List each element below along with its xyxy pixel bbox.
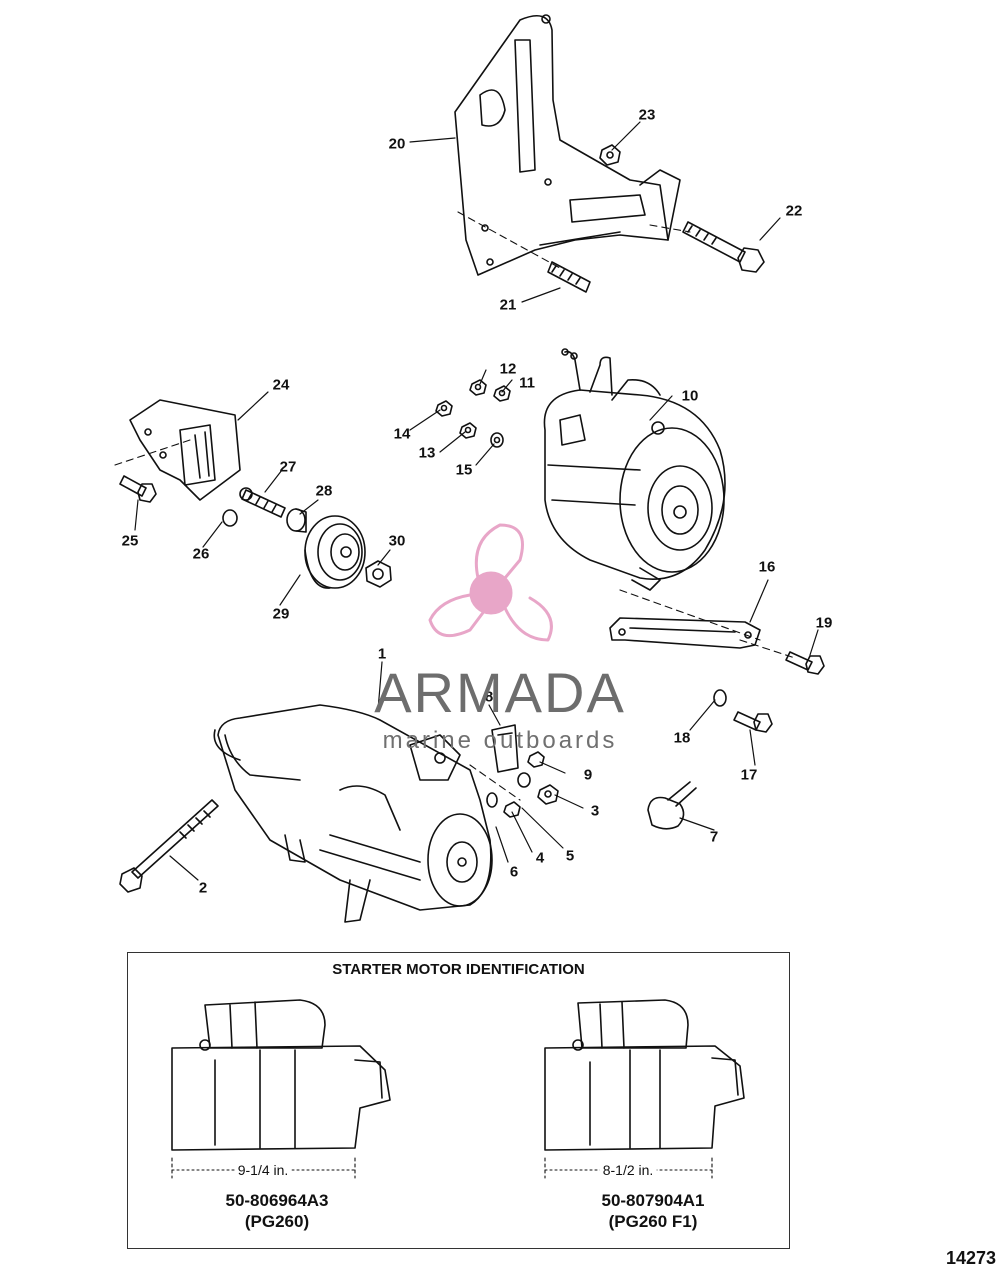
bolt-17 xyxy=(733,711,773,733)
part-number-left-code: 50-806964A3 xyxy=(225,1191,329,1210)
terminal-boot-7 xyxy=(647,781,697,830)
callout-10: 10 xyxy=(681,387,699,405)
stud-27 xyxy=(239,487,286,518)
callout-8: 8 xyxy=(484,688,494,706)
bolt-19 xyxy=(785,651,825,675)
spacer-28 xyxy=(286,508,307,533)
callout-2: 2 xyxy=(198,879,208,897)
alternator-10 xyxy=(543,348,726,591)
tensioner-bracket-24 xyxy=(129,399,241,501)
callout-14: 14 xyxy=(393,425,411,443)
starter-hardware xyxy=(486,751,559,818)
part-number-right-code: 50-807904A1 xyxy=(601,1191,705,1210)
callout-18: 18 xyxy=(673,729,691,747)
callout-27: 27 xyxy=(279,458,297,476)
callout-28: 28 xyxy=(315,482,333,500)
callout-3: 3 xyxy=(590,802,600,820)
starter-motor xyxy=(213,704,493,923)
callout-24: 24 xyxy=(272,376,290,394)
callout-5: 5 xyxy=(565,847,575,865)
callout-30: 30 xyxy=(388,532,406,550)
nut-23 xyxy=(599,144,621,166)
watermark-logo xyxy=(428,523,553,642)
callout-12: 12 xyxy=(499,360,517,378)
bolt-22 xyxy=(682,221,765,273)
bolt-25 xyxy=(119,475,157,503)
starter-right-drawing xyxy=(544,999,745,1151)
stud-21 xyxy=(547,261,591,293)
callout-17: 17 xyxy=(740,766,758,784)
callout-15: 15 xyxy=(455,461,473,479)
figure-id: 14273 xyxy=(945,1248,996,1268)
idler-pulley-29 xyxy=(304,515,366,589)
through-bolt-2 xyxy=(119,799,219,893)
dimension-label-right: 8-1/2 in. xyxy=(599,1162,657,1178)
callout-21: 21 xyxy=(499,296,517,314)
part-number-right-model: (PG260 F1) xyxy=(608,1212,698,1232)
callout-23: 23 xyxy=(638,106,656,124)
part-number-left-model: (PG260) xyxy=(244,1212,310,1232)
callout-16: 16 xyxy=(758,558,776,576)
watermark-brand: ARMADA xyxy=(374,661,626,724)
starter-identification-box: STARTER MOTOR IDENTIFICATION xyxy=(127,952,790,1249)
callout-6: 6 xyxy=(509,863,519,881)
terminal-cover-8 xyxy=(491,724,519,773)
starter-left-drawing xyxy=(171,999,391,1151)
callout-1: 1 xyxy=(377,645,387,663)
washer-18 xyxy=(713,689,727,707)
callout-26: 26 xyxy=(192,545,210,563)
callout-9: 9 xyxy=(583,766,593,784)
mounting-bracket-20 xyxy=(454,14,681,276)
callout-19: 19 xyxy=(815,614,833,632)
identification-title: STARTER MOTOR IDENTIFICATION xyxy=(332,961,585,978)
callout-7: 7 xyxy=(709,828,719,846)
callout-13: 13 xyxy=(418,444,436,462)
alternator-brace-16 xyxy=(609,617,761,649)
leader-lines xyxy=(134,121,819,881)
callout-4: 4 xyxy=(535,849,545,867)
callout-20: 20 xyxy=(388,135,406,153)
nut-30 xyxy=(365,560,392,588)
watermark-tagline: marine outboards xyxy=(382,727,618,754)
callout-29: 29 xyxy=(272,605,290,623)
callout-11: 11 xyxy=(519,374,535,392)
alignment-lines xyxy=(114,211,796,801)
part-number-right: 50-807904A1 (PG260 F1) xyxy=(601,1190,704,1233)
washer-26 xyxy=(222,509,238,527)
callout-22: 22 xyxy=(785,202,803,220)
callout-25: 25 xyxy=(121,532,139,550)
part-number-left: 50-806964A3 (PG260) xyxy=(225,1190,328,1233)
dimension-label-left: 9-1/4 in. xyxy=(234,1162,292,1178)
hardware-11-15 xyxy=(435,379,511,448)
